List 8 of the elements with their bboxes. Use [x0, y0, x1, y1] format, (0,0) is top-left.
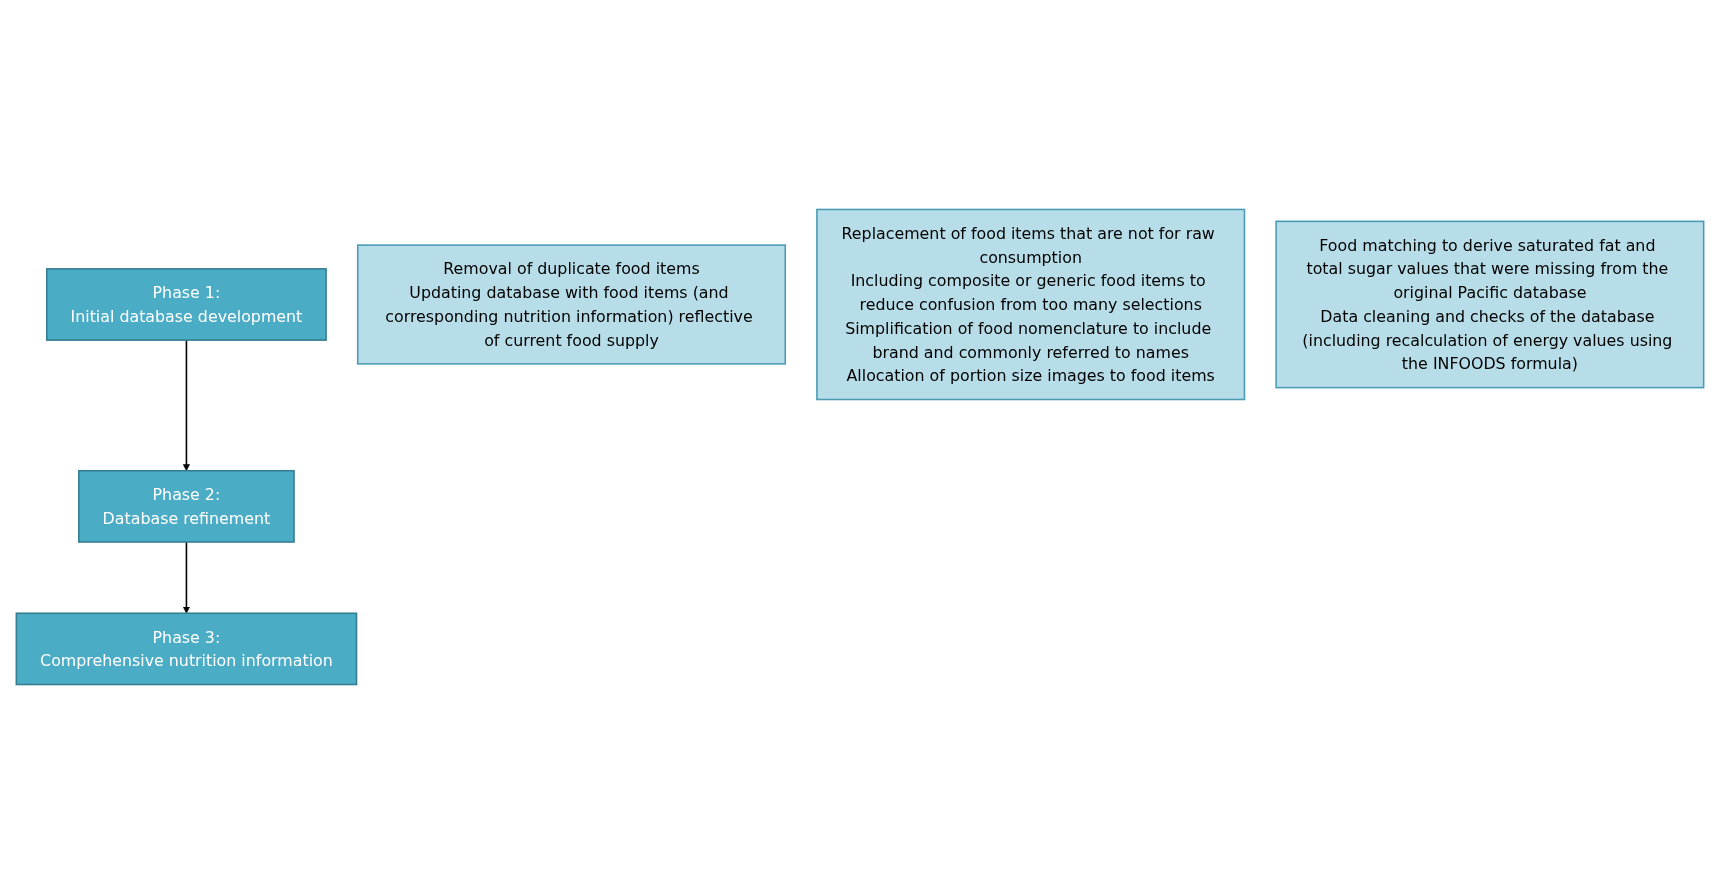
node-box: Removal of duplicate food items Updating database with food items (and corresponding nutrition information) reflective of current food supply — [356, 243, 786, 365]
node-box: Replacement of food items that are not for raw consumption Including composite or generic food items to reduce confusion from too many selections Simplification of food nomenclature to include brand and commonly referred to names Allocation of portion size images to food items — [815, 208, 1245, 400]
node-box: Phase 3: Comprehensive nutrition information — [15, 611, 357, 685]
node-box: Food matching to derive saturated fat and total sugar values that were missing from the original Pacific database Data cleaning and checks of the database (including recalculation of energy values using the INFOODS formula) — [1274, 220, 1704, 388]
node-box: Phase 2: Database refinement — [77, 469, 295, 543]
node-box: Phase 1: Initial database development — [45, 267, 327, 341]
arrow — [182, 338, 190, 471]
arrow — [182, 540, 190, 614]
